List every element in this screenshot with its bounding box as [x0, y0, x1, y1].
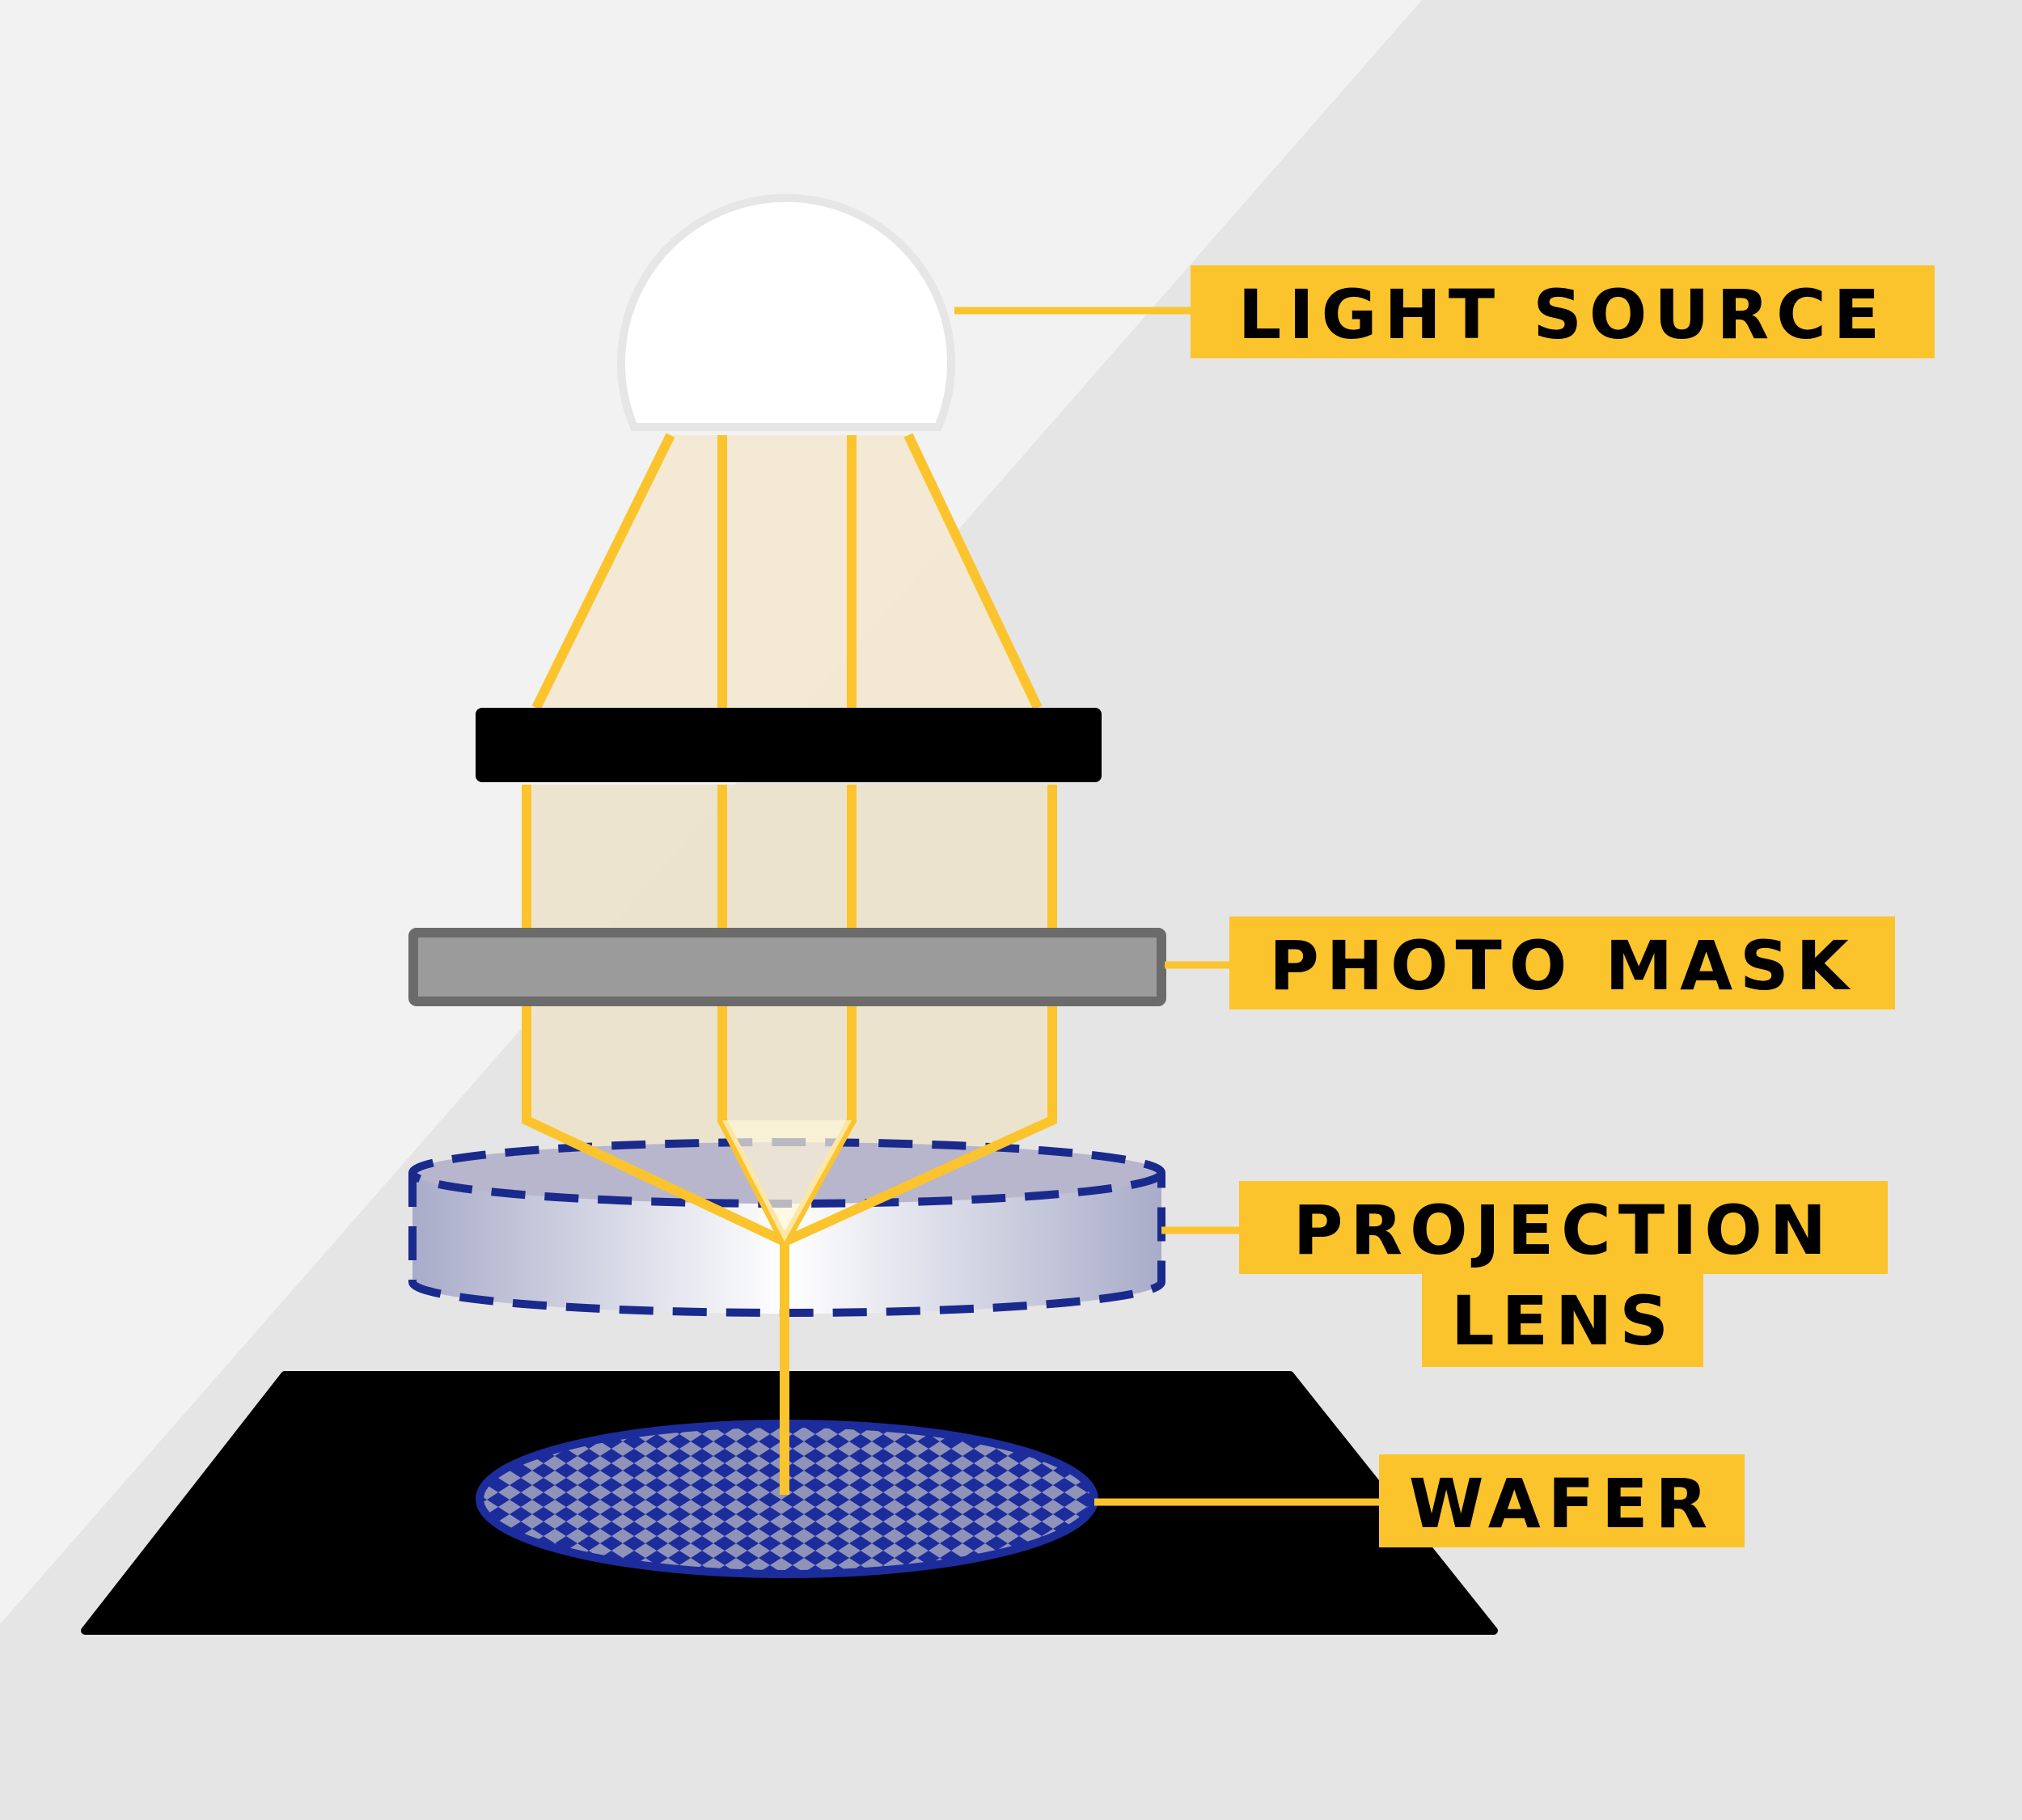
label-wafer-text: WAFER [1409, 1464, 1715, 1543]
leader-lines [954, 307, 1379, 1506]
light-source-bulb [617, 193, 955, 431]
light-beam-fill-lower [524, 785, 1055, 1242]
label-projection-lens-line1: PROJECTION [1293, 1191, 1834, 1270]
label-photo-mask: PHOTO MASK [1229, 916, 1895, 1009]
label-light-source: LIGHT SOURCE [1191, 265, 1935, 358]
label-photo-mask-text: PHOTO MASK [1269, 926, 1855, 1005]
label-light-source-text: LIGHT SOURCE [1238, 275, 1887, 354]
aperture-plate [476, 708, 1102, 782]
label-wafer: WAFER [1379, 1454, 1745, 1547]
label-projection-lens-line2: LENS [1451, 1281, 1676, 1361]
light-beam-fill [536, 435, 1038, 708]
photo-mask [408, 928, 1166, 1006]
label-projection-lens: PROJECTION LENS [1239, 1181, 1888, 1367]
light-converge-glow [722, 1120, 852, 1242]
